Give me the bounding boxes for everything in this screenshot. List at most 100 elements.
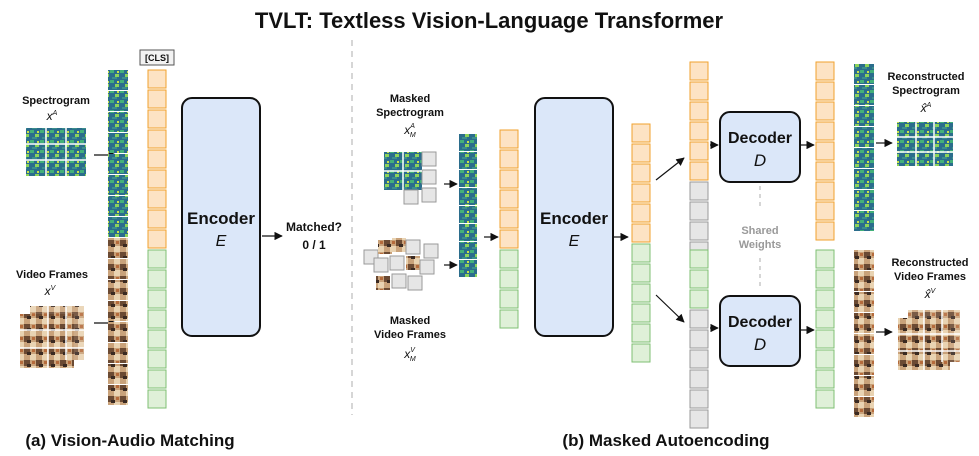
spectrogram-patch xyxy=(108,154,128,174)
patch-column-left xyxy=(108,70,128,405)
video-patch xyxy=(854,313,874,333)
masked-video-image xyxy=(363,238,439,291)
token-enc-out-audio xyxy=(631,183,651,203)
token-left-video xyxy=(147,249,167,269)
token-dec-a-in-masked xyxy=(689,181,709,201)
token-dec-v-in-video xyxy=(689,289,709,309)
encoder-right-symbol: E xyxy=(569,233,580,250)
spectrogram-patch xyxy=(459,206,477,223)
token-column-encoder-input xyxy=(499,129,519,329)
matched-value: 0 / 1 xyxy=(302,238,326,252)
spectrogram-patch xyxy=(854,64,874,84)
spectrogram-patch xyxy=(108,91,128,111)
token-enc-in-audio xyxy=(499,149,519,169)
token-dec-v-out-video xyxy=(815,249,835,269)
token-enc-out-video xyxy=(631,243,651,263)
spectrogram-patch xyxy=(854,169,874,189)
recon-spec-label-1: Reconstructed xyxy=(887,71,964,83)
token-enc-in-video xyxy=(499,309,519,329)
token-dec-v-out-video xyxy=(815,309,835,329)
spectrogram-patch xyxy=(108,217,128,237)
video-patch xyxy=(854,334,874,354)
spectrogram-patch xyxy=(459,134,477,151)
token-enc-in-audio xyxy=(499,229,519,249)
token-enc-in-audio xyxy=(499,189,519,209)
spectrogram-label: Spectrogram xyxy=(22,95,90,107)
video-decoder xyxy=(719,295,801,367)
token-enc-in-video xyxy=(499,289,519,309)
spectrogram-patch xyxy=(459,188,477,205)
token-left-audio xyxy=(147,109,167,129)
figure-title: TVLT: Textless Vision-Language Transform… xyxy=(255,8,724,33)
token-column-left xyxy=(147,69,167,409)
token-left-audio xyxy=(147,169,167,189)
spectrogram-patch xyxy=(854,127,874,147)
video-patch xyxy=(854,271,874,291)
recon-video-label-1: Reconstructed xyxy=(891,257,968,269)
token-left-audio xyxy=(147,229,167,249)
video-frames-symbol: xV xyxy=(44,284,57,298)
video-patch xyxy=(108,322,128,342)
token-dec-a-in-audio xyxy=(689,121,709,141)
token-dec-v-out-video xyxy=(815,349,835,369)
token-dec-v-in-masked xyxy=(689,349,709,369)
token-dec-v-out-video xyxy=(815,389,835,409)
token-enc-out-video xyxy=(631,323,651,343)
video-patch xyxy=(854,250,874,270)
encoder-left-symbol: E xyxy=(216,233,227,250)
token-enc-out-audio xyxy=(631,163,651,183)
token-enc-in-audio xyxy=(499,169,519,189)
spectrogram-image xyxy=(26,128,86,176)
video-patch xyxy=(108,280,128,300)
token-column-encoder-output xyxy=(631,123,651,363)
masked-spec-label-1: Masked xyxy=(390,93,430,105)
token-dec-a-out-audio xyxy=(815,221,835,241)
token-dec-a-out-audio xyxy=(815,61,835,81)
spectrogram-patch xyxy=(108,175,128,195)
token-column-audio-decoder-input xyxy=(689,61,709,261)
spectrogram-patch xyxy=(108,196,128,216)
recon-video-symbol: x̂V xyxy=(924,287,937,301)
spectrogram-patch xyxy=(854,211,874,231)
token-left-audio xyxy=(147,149,167,169)
video-patch xyxy=(854,355,874,375)
token-left-audio xyxy=(147,129,167,149)
token-dec-v-in-video xyxy=(689,269,709,289)
token-enc-out-audio xyxy=(631,223,651,243)
token-enc-out-audio xyxy=(631,143,651,163)
video-patch xyxy=(854,376,874,396)
recon-video-image xyxy=(898,310,960,370)
video-frames-image xyxy=(20,306,84,368)
token-enc-out-video xyxy=(631,343,651,363)
caption-right: (b) Masked Autoencoding xyxy=(562,431,769,450)
video-patch xyxy=(108,301,128,321)
masked-video-label-2: Video Frames xyxy=(374,329,446,341)
video-patch xyxy=(108,343,128,363)
token-dec-a-in-audio xyxy=(689,81,709,101)
token-left-audio xyxy=(147,189,167,209)
audio-decoder-label: Decoder xyxy=(728,130,792,147)
recon-video-label-2: Video Frames xyxy=(894,271,966,283)
spectrogram-patch xyxy=(854,106,874,126)
matched-label: Matched? xyxy=(286,220,342,234)
token-dec-a-in-masked xyxy=(689,221,709,241)
token-enc-out-video xyxy=(631,303,651,323)
video-patch xyxy=(108,364,128,384)
token-enc-out-video xyxy=(631,283,651,303)
video-patch xyxy=(108,238,128,258)
video-patch xyxy=(108,259,128,279)
token-left-video xyxy=(147,369,167,389)
encoder-right-label: Encoder xyxy=(540,209,608,228)
patch-column-right xyxy=(459,134,477,277)
token-dec-a-out-audio xyxy=(815,81,835,101)
token-left-audio xyxy=(147,69,167,89)
shared-weights-label-1: Shared xyxy=(741,225,778,237)
token-enc-out-audio xyxy=(631,203,651,223)
spectrogram-patch xyxy=(459,260,477,277)
spectrogram-patch xyxy=(854,148,874,168)
spectrogram-patch xyxy=(854,85,874,105)
masked-spectrogram-image xyxy=(384,151,437,205)
